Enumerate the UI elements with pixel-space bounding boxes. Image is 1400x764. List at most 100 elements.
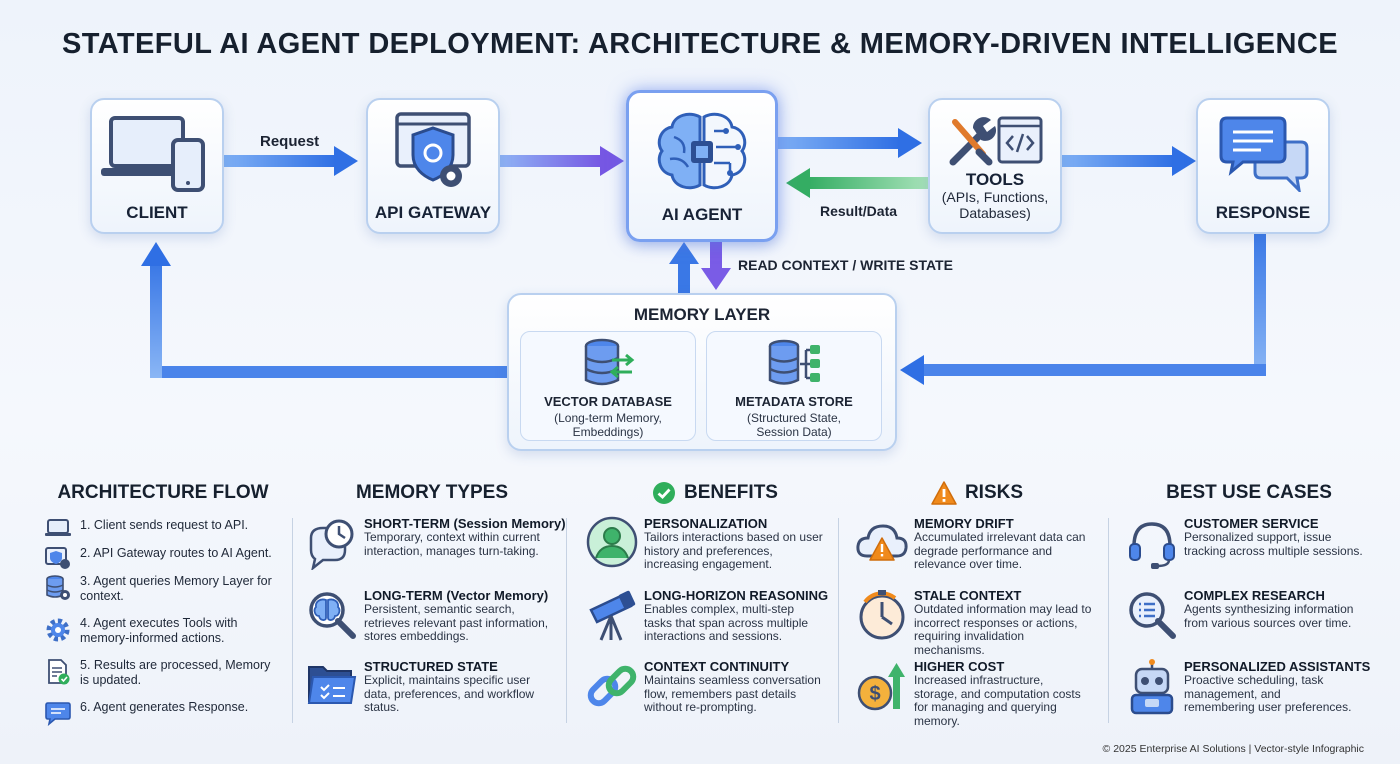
- robot-icon: [1124, 659, 1180, 715]
- memory-type-heading: LONG-TERM (Vector Memory): [364, 588, 549, 603]
- client-node[interactable]: CLIENT: [90, 98, 224, 234]
- laptop-icon: [40, 518, 76, 538]
- use-case-desc: Agents synthesizing information from var…: [1184, 602, 1354, 630]
- page-title: STATEFUL AI AGENT DEPLOYMENT: ARCHITECTU…: [62, 28, 1338, 60]
- stopwatch-icon: [854, 588, 910, 642]
- benefit-desc: Enables complex, multi-step tasks that s…: [644, 602, 809, 643]
- magnifier-list-icon: [1124, 588, 1180, 642]
- risk-item: STALE CONTEXT Outdated information may l…: [854, 588, 1100, 656]
- benefit-desc: Tailors interactions based on user histo…: [644, 530, 823, 571]
- use-case-item: COMPLEX RESEARCH Agents synthesizing inf…: [1124, 588, 1374, 654]
- memory-type-desc: Persistent, semantic search, retrieves r…: [364, 602, 549, 643]
- use-case-heading: COMPLEX RESEARCH: [1184, 588, 1325, 603]
- benefits-title: BENEFITS: [684, 482, 778, 503]
- memory-types-title: MEMORY TYPES: [355, 482, 509, 503]
- cloud-warning-icon: [854, 516, 910, 570]
- flow-step-text: 6. Agent generates Response.: [80, 700, 249, 714]
- memory-type-desc: Explicit, maintains specific user data, …: [364, 673, 535, 714]
- chain-link-icon: [584, 659, 640, 713]
- label-context: READ CONTEXT / WRITE STATE: [738, 257, 953, 273]
- best-use-cases-section: BEST USE CASES CUSTOMER SERVICE Personal…: [1124, 478, 1374, 728]
- gateway-icon: [40, 546, 76, 570]
- risk-heading: HIGHER COST: [914, 659, 1005, 674]
- memory-type-item: STRUCTURED STATE Explicit, maintains spe…: [304, 659, 560, 725]
- tools-code-icon: [930, 108, 1060, 172]
- arrow-agent-tools: [778, 128, 922, 158]
- benefit-item: LONG-HORIZON REASONING Enables complex, …: [584, 588, 846, 654]
- clock-chat-icon: [304, 516, 360, 570]
- risk-desc: Accumulated irrelevant data can degrade …: [914, 530, 1086, 571]
- risk-item: $ HIGHER COST Increased infrastructure, …: [854, 659, 1100, 728]
- architecture-flow-title: ARCHITECTURE FLOW: [57, 482, 269, 503]
- label-request: Request: [260, 133, 320, 150]
- shield-gear-icon: [368, 110, 498, 196]
- gear-icon: [40, 616, 76, 644]
- response-label: RESPONSE: [1215, 203, 1311, 222]
- api-gateway-label: API GATEWAY: [374, 203, 492, 222]
- flow-step-text: 5. Results are processed, Memory is upda…: [80, 658, 271, 687]
- folder-checklist-icon: [304, 659, 360, 709]
- benefit-item: CONTEXT CONTINUITY Maintains seamless co…: [584, 659, 846, 725]
- response-node[interactable]: RESPONSE: [1196, 98, 1330, 234]
- memory-type-item: SHORT-TERM (Session Memory) Temporary, c…: [304, 516, 566, 582]
- database-arrows-icon: [521, 338, 695, 390]
- benefit-desc: Maintains seamless conversation flow, re…: [644, 673, 821, 714]
- tools-label: TOOLS: [965, 170, 1025, 189]
- chat-icon: [40, 700, 76, 726]
- risks-header: RISKS: [854, 478, 1100, 508]
- laptop-phone-icon: [92, 110, 222, 192]
- benefits-section: BENEFITS PERSONALIZATION Tailors interac…: [584, 478, 846, 728]
- flow-step: 5. Results are processed, Memory is upda…: [40, 658, 280, 688]
- ai-agent-label: AI AGENT: [661, 205, 743, 224]
- arrow-tools-response: [1062, 146, 1196, 176]
- benefit-heading: PERSONALIZATION: [644, 516, 768, 531]
- memory-type-heading: STRUCTURED STATE: [364, 659, 498, 674]
- risk-heading: MEMORY DRIFT: [914, 516, 1014, 531]
- risks-title: RISKS: [964, 482, 1024, 503]
- svg-text:$: $: [869, 683, 880, 705]
- flow-step-text: 3. Agent queries Memory Layer for contex…: [80, 574, 272, 603]
- metadata-store-desc: (Structured State, Session Data): [746, 411, 842, 439]
- use-case-desc: Personalized support, issue tracking acr…: [1184, 530, 1363, 558]
- arrow-gateway-agent: [500, 146, 624, 176]
- check-circle-icon: [652, 481, 676, 505]
- telescope-icon: [584, 588, 640, 642]
- vector-database-card[interactable]: VECTOR DATABASE (Long-term Memory, Embed…: [520, 331, 696, 441]
- risk-heading: STALE CONTEXT: [914, 588, 1022, 603]
- document-check-icon: [40, 658, 76, 686]
- headset-icon: [1124, 516, 1180, 570]
- arrow-agent-memory-down: [701, 240, 731, 290]
- benefit-heading: CONTEXT CONTINUITY: [644, 659, 790, 674]
- user-icon: [584, 516, 640, 568]
- database-gear-icon: [40, 574, 76, 602]
- arrow-request: [224, 146, 358, 176]
- warning-icon: [931, 481, 957, 505]
- benefit-item: PERSONALIZATION Tailors interactions bas…: [584, 516, 846, 582]
- vector-database-desc: (Long-term Memory, Embeddings): [554, 411, 662, 439]
- cost-up-icon: $: [854, 659, 910, 713]
- tools-sublabel: (APIs, Functions, Databases): [941, 189, 1049, 221]
- use-case-item: PERSONALIZED ASSISTANTS Proactive schedu…: [1124, 659, 1374, 725]
- metadata-store-card[interactable]: METADATA STORE (Structured State, Sessio…: [706, 331, 882, 441]
- memory-layer-panel[interactable]: MEMORY LAYER VECTOR DATABASE (Long-term …: [507, 293, 897, 451]
- tools-node[interactable]: TOOLS (APIs, Functions, Databases): [928, 98, 1062, 234]
- risk-item: MEMORY DRIFT Accumulated irrelevant data…: [854, 516, 1100, 582]
- risk-desc: Increased infrastructure, storage, and c…: [914, 673, 1081, 728]
- memory-layer-title: MEMORY LAYER: [633, 305, 771, 324]
- brain-search-icon: [304, 588, 360, 642]
- flow-step: 2. API Gateway routes to AI Agent.: [40, 546, 280, 570]
- column-divider: [1108, 518, 1109, 723]
- use-case-heading: CUSTOMER SERVICE: [1184, 516, 1319, 531]
- brain-chip-icon: [629, 107, 775, 201]
- ai-agent-node[interactable]: AI AGENT: [626, 90, 778, 242]
- arrow-memory-client: [141, 242, 507, 378]
- flow-step: 6. Agent generates Response.: [40, 700, 280, 726]
- arrow-result: [786, 168, 928, 198]
- architecture-flow-section: ARCHITECTURE FLOW 1. Client sends reques…: [40, 478, 286, 728]
- client-label: CLIENT: [126, 203, 188, 222]
- footer-credit: © 2025 Enterprise AI Solutions | Vector-…: [1102, 743, 1364, 755]
- flow-step-text: 4. Agent executes Tools with memory-info…: [80, 616, 238, 645]
- arrow-response-memory: [900, 232, 1266, 385]
- metadata-store-name: METADATA STORE: [735, 394, 853, 409]
- api-gateway-node[interactable]: API GATEWAY: [366, 98, 500, 234]
